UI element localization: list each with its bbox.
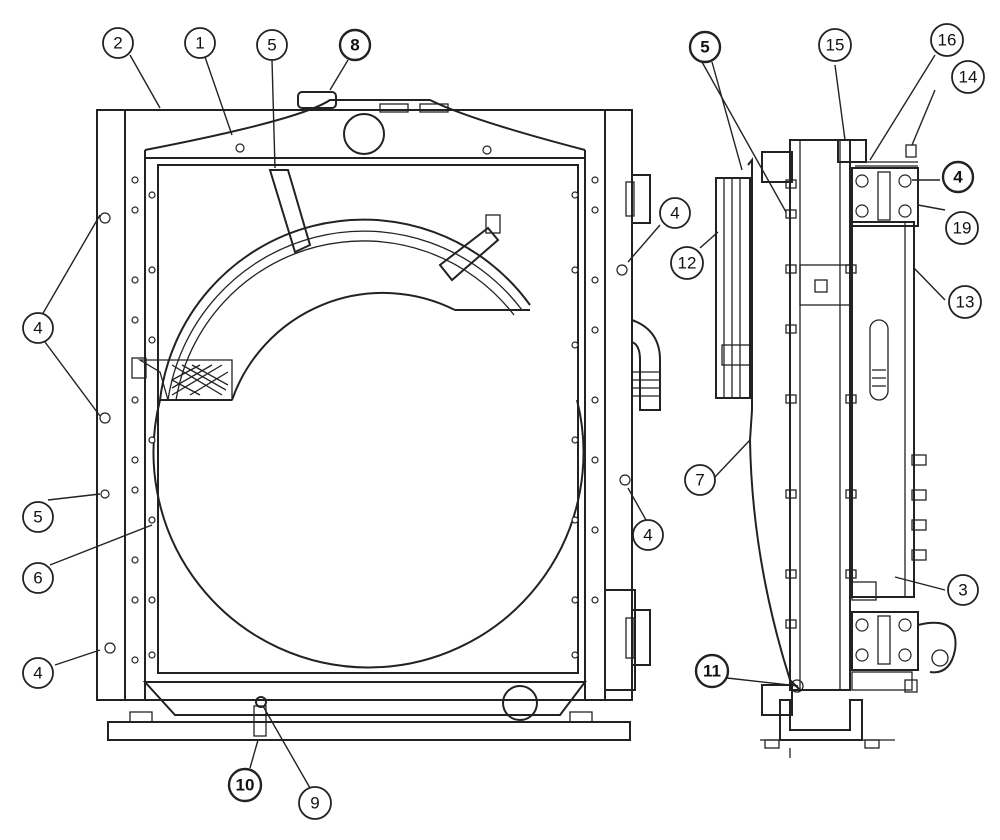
callout-19: 19 — [945, 211, 979, 245]
svg-text:5: 5 — [700, 38, 709, 57]
svg-text:4: 4 — [643, 526, 652, 545]
callout-15: 15 — [818, 28, 852, 62]
shroud-ring-outer — [159, 218, 531, 401]
callout-4-left-lower: 4 — [22, 657, 54, 689]
svg-text:11: 11 — [703, 662, 721, 681]
callout-4-right-lower: 4 — [632, 519, 664, 551]
right-bracket-lower — [631, 609, 651, 666]
rear-tank — [851, 221, 915, 598]
callout-8: 8 — [338, 28, 372, 62]
shroud-side — [747, 157, 801, 691]
svg-text:15: 15 — [826, 36, 845, 55]
callout-5-side: 5 — [688, 30, 722, 64]
radiator-front-view — [96, 91, 661, 741]
radiator-frame — [96, 109, 633, 701]
callout-14: 14 — [951, 60, 985, 94]
svg-text:3: 3 — [958, 581, 967, 600]
callout-4-side: 4 — [941, 160, 975, 194]
callout-6: 6 — [22, 562, 54, 594]
callout-9: 9 — [298, 786, 332, 820]
shroud-bracket-top — [268, 169, 312, 254]
shroud-ring-inner — [231, 291, 456, 401]
callout-13: 13 — [948, 285, 982, 319]
callout-12: 12 — [670, 246, 704, 280]
core-side — [789, 139, 851, 691]
base-channel — [779, 699, 863, 741]
svg-text:16: 16 — [938, 31, 957, 50]
svg-text:4: 4 — [670, 204, 679, 223]
svg-text:7: 7 — [695, 471, 704, 490]
radiator-cap — [297, 91, 337, 109]
svg-text:8: 8 — [350, 36, 359, 55]
svg-text:10: 10 — [236, 776, 255, 795]
mesh-screen — [171, 364, 229, 396]
svg-text:2: 2 — [113, 34, 122, 53]
svg-text:12: 12 — [678, 254, 697, 273]
callout-16: 16 — [930, 23, 964, 57]
callout-5-top: 5 — [256, 29, 288, 61]
svg-text:4: 4 — [953, 168, 963, 187]
svg-text:4: 4 — [33, 664, 42, 683]
lower-mount-plate — [851, 611, 919, 671]
lower-hose-nipple — [761, 684, 793, 716]
lower-outlet-elbow — [917, 621, 957, 674]
upper-hose-nipple — [761, 151, 793, 183]
filler-neck-side — [837, 139, 867, 163]
callout-10: 10 — [227, 767, 263, 803]
svg-text:1: 1 — [195, 34, 204, 53]
svg-text:14: 14 — [959, 68, 978, 87]
right-bracket-upper — [631, 174, 651, 224]
callout-5-left: 5 — [22, 501, 54, 533]
outlet-hose-neck — [631, 318, 661, 411]
callout-1: 1 — [184, 27, 216, 59]
callout-3: 3 — [947, 574, 979, 606]
radiator-base — [107, 721, 631, 741]
callout-7: 7 — [684, 464, 716, 496]
svg-text:5: 5 — [33, 508, 42, 527]
svg-text:4: 4 — [33, 319, 42, 338]
fan-opening — [152, 399, 585, 669]
shroud-bracket-right — [438, 226, 500, 282]
upper-mount-plate — [851, 167, 919, 227]
svg-text:13: 13 — [956, 293, 975, 312]
svg-text:5: 5 — [267, 36, 276, 55]
fan-blade-pack — [715, 177, 751, 399]
right-rail-holes — [235, 143, 631, 659]
callout-4-right-upper: 4 — [659, 197, 691, 229]
callout-2: 2 — [102, 27, 134, 59]
top-tank — [144, 99, 586, 151]
svg-text:6: 6 — [33, 569, 42, 588]
left-rail-holes — [99, 176, 156, 664]
radiator-side-view — [715, 139, 957, 758]
callout-11: 11 — [694, 653, 730, 689]
leader-lines — [41, 54, 946, 789]
svg-text:9: 9 — [310, 794, 319, 813]
radiator-core — [157, 164, 579, 674]
callout-4-left-upper: 4 — [22, 312, 54, 344]
side-bolts — [785, 179, 857, 629]
bottom-tank — [142, 681, 588, 716]
svg-text:19: 19 — [953, 219, 972, 238]
